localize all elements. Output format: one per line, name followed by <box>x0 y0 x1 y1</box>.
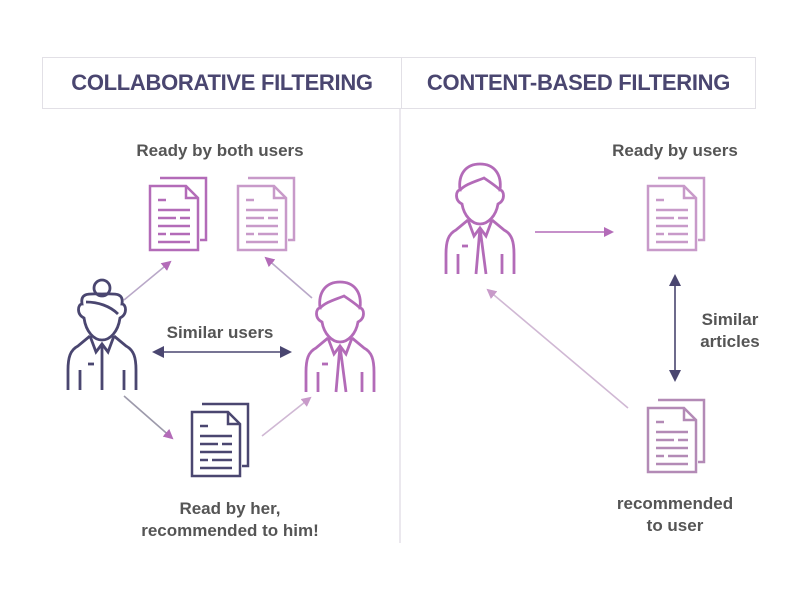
label-recommended-to-user: recommended to user <box>600 493 750 537</box>
man-user-icon-right <box>444 162 516 276</box>
header: COLLABORATIVE FILTERING CONTENT-BASED FI… <box>42 57 756 109</box>
label-recommended-line1: recommended <box>616 494 734 513</box>
label-read-by-users: Ready by users <box>612 141 738 160</box>
label-similar-articles-line1: Similar <box>701 310 759 329</box>
label-similar-articles-line2: articles <box>700 332 760 351</box>
label-recommended-line2: to user <box>646 516 704 535</box>
arrow-recommended-to-man <box>261 396 312 437</box>
label-similar-articles: Similar articles <box>690 309 770 353</box>
content-based-title: CONTENT-BASED FILTERING <box>426 70 731 95</box>
document-icon-left-2 <box>236 176 296 252</box>
document-icon-left-1 <box>148 176 208 252</box>
label-read-by-both: Ready by both users <box>136 141 304 160</box>
document-icon-recommended-right <box>646 398 706 474</box>
arrow-woman-to-doc <box>123 260 172 301</box>
man-user-icon <box>304 280 376 394</box>
label-read-by-her-line1: Read by her, <box>179 499 281 518</box>
label-similar-users: Similar users <box>166 323 274 342</box>
document-icon-recommended <box>190 402 250 478</box>
document-icon-read-by-users <box>646 176 706 252</box>
label-read-by-her: Read by her, recommended to him! <box>110 498 350 542</box>
arrow-woman-to-recommended <box>123 395 174 440</box>
woman-user-icon <box>66 278 138 392</box>
arrow-recommended-to-user <box>486 288 629 409</box>
collaborative-title: COLLABORATIVE FILTERING <box>43 58 402 108</box>
arrow-man-to-doc <box>264 256 313 299</box>
label-read-by-her-line2: recommended to him! <box>141 521 319 540</box>
panel-divider <box>399 109 401 543</box>
